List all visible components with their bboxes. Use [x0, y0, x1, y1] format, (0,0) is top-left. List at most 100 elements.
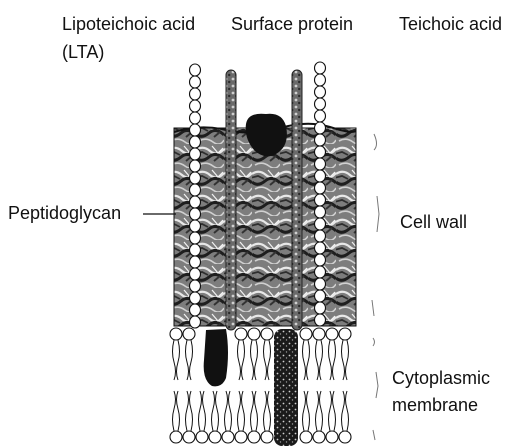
teichoic-bead [315, 146, 326, 158]
lipid-tail [225, 391, 228, 431]
lipid-head-inner [222, 431, 234, 443]
lta-bead [190, 232, 201, 244]
teichoic-bead [315, 182, 326, 194]
lipid-head-inner [313, 431, 325, 443]
lipid-tail [264, 391, 267, 431]
lipid-tail [316, 391, 319, 431]
lipid-head-inner [326, 431, 338, 443]
lipid-tail [186, 391, 189, 431]
teichoic-bead [315, 314, 326, 326]
lta-bead [190, 244, 201, 256]
lipid-tail [329, 391, 332, 431]
lipid-head-inner [235, 431, 247, 443]
lta-bead [190, 280, 201, 292]
teichoic-bead [315, 278, 326, 290]
teichoic-bead [315, 206, 326, 218]
lipid-tail [186, 340, 189, 380]
lipid-tail [264, 340, 267, 380]
lta-bead [190, 124, 201, 136]
lipid-tail [177, 340, 180, 380]
lipid-tail [203, 391, 206, 431]
lta-bead [190, 184, 201, 196]
lipid-head-outer [235, 328, 247, 340]
lipid-tail [251, 340, 254, 380]
lipid-tail [320, 340, 323, 380]
lipid-head-inner [300, 431, 312, 443]
peptidoglycan-layer [174, 128, 356, 326]
lta-bead [190, 64, 201, 76]
teichoic-bead [315, 242, 326, 254]
membrane-bracket [373, 338, 378, 440]
lta-bead [190, 292, 201, 304]
lipid-head-outer [339, 328, 351, 340]
lipid-head-inner [170, 431, 182, 443]
lipid-tail [190, 391, 193, 431]
lipid-tail [212, 391, 215, 431]
lipid-head-inner [339, 431, 351, 443]
lta-bead [190, 148, 201, 160]
lipid-tail [177, 391, 180, 431]
lipid-tail [333, 340, 336, 380]
teichoic-bead [315, 302, 326, 314]
lta-bead [190, 100, 201, 112]
teichoic-bead [315, 194, 326, 206]
lipid-tail [229, 391, 232, 431]
lta-bead [190, 208, 201, 220]
lipid-tail [307, 340, 310, 380]
lipid-tail [199, 391, 202, 431]
lipid-head-outer [261, 328, 273, 340]
lipid-head-inner [183, 431, 195, 443]
surface-chain-left [226, 70, 236, 330]
lipid-head-inner [261, 431, 273, 443]
teichoic-bead [315, 290, 326, 302]
lipid-tail [329, 340, 332, 380]
teichoic-bead [315, 170, 326, 182]
lipid-tail [342, 340, 345, 380]
lipid-tail [346, 391, 349, 431]
teichoic-bead [315, 62, 326, 74]
teichoic-bead [315, 266, 326, 278]
lipid-tail [238, 340, 241, 380]
lipid-head-outer [313, 328, 325, 340]
lipid-tail [238, 391, 241, 431]
lta-bead [190, 76, 201, 88]
lipid-tail [320, 391, 323, 431]
lipid-tail [342, 391, 345, 431]
lta-bead [190, 220, 201, 232]
lipid-tail [255, 391, 258, 431]
teichoic-bead [315, 218, 326, 230]
lipid-head-outer [300, 328, 312, 340]
lta-bead [190, 160, 201, 172]
teichoic-bead [315, 122, 326, 134]
teichoic-bead [315, 74, 326, 86]
surface-chain-right [292, 70, 302, 330]
lta-bead [190, 88, 201, 100]
teichoic-bead [315, 110, 326, 122]
lipid-head-outer [170, 328, 182, 340]
lipid-tail [242, 340, 245, 380]
teichoic-bead [315, 230, 326, 242]
membrane-protein-left [204, 329, 228, 386]
lipid-tail [173, 391, 176, 431]
lipid-tail [307, 391, 310, 431]
lipid-tail [333, 391, 336, 431]
lipid-head-outer [326, 328, 338, 340]
teichoic-bead [315, 158, 326, 170]
lipid-bilayer [170, 328, 351, 443]
lipid-tail [242, 391, 245, 431]
lta-bead [190, 136, 201, 148]
lipid-head-inner [248, 431, 260, 443]
lipid-tail [316, 340, 319, 380]
lipid-tail [268, 340, 271, 380]
lipid-tail [303, 391, 306, 431]
lta-bead [190, 304, 201, 316]
lipid-tail [255, 340, 258, 380]
teichoic-bead [315, 98, 326, 110]
teichoic-bead [315, 86, 326, 98]
lipid-head-inner [196, 431, 208, 443]
teichoic-bead [315, 134, 326, 146]
lta-bead [190, 196, 201, 208]
lipid-head-inner [209, 431, 221, 443]
lta-bead [190, 268, 201, 280]
